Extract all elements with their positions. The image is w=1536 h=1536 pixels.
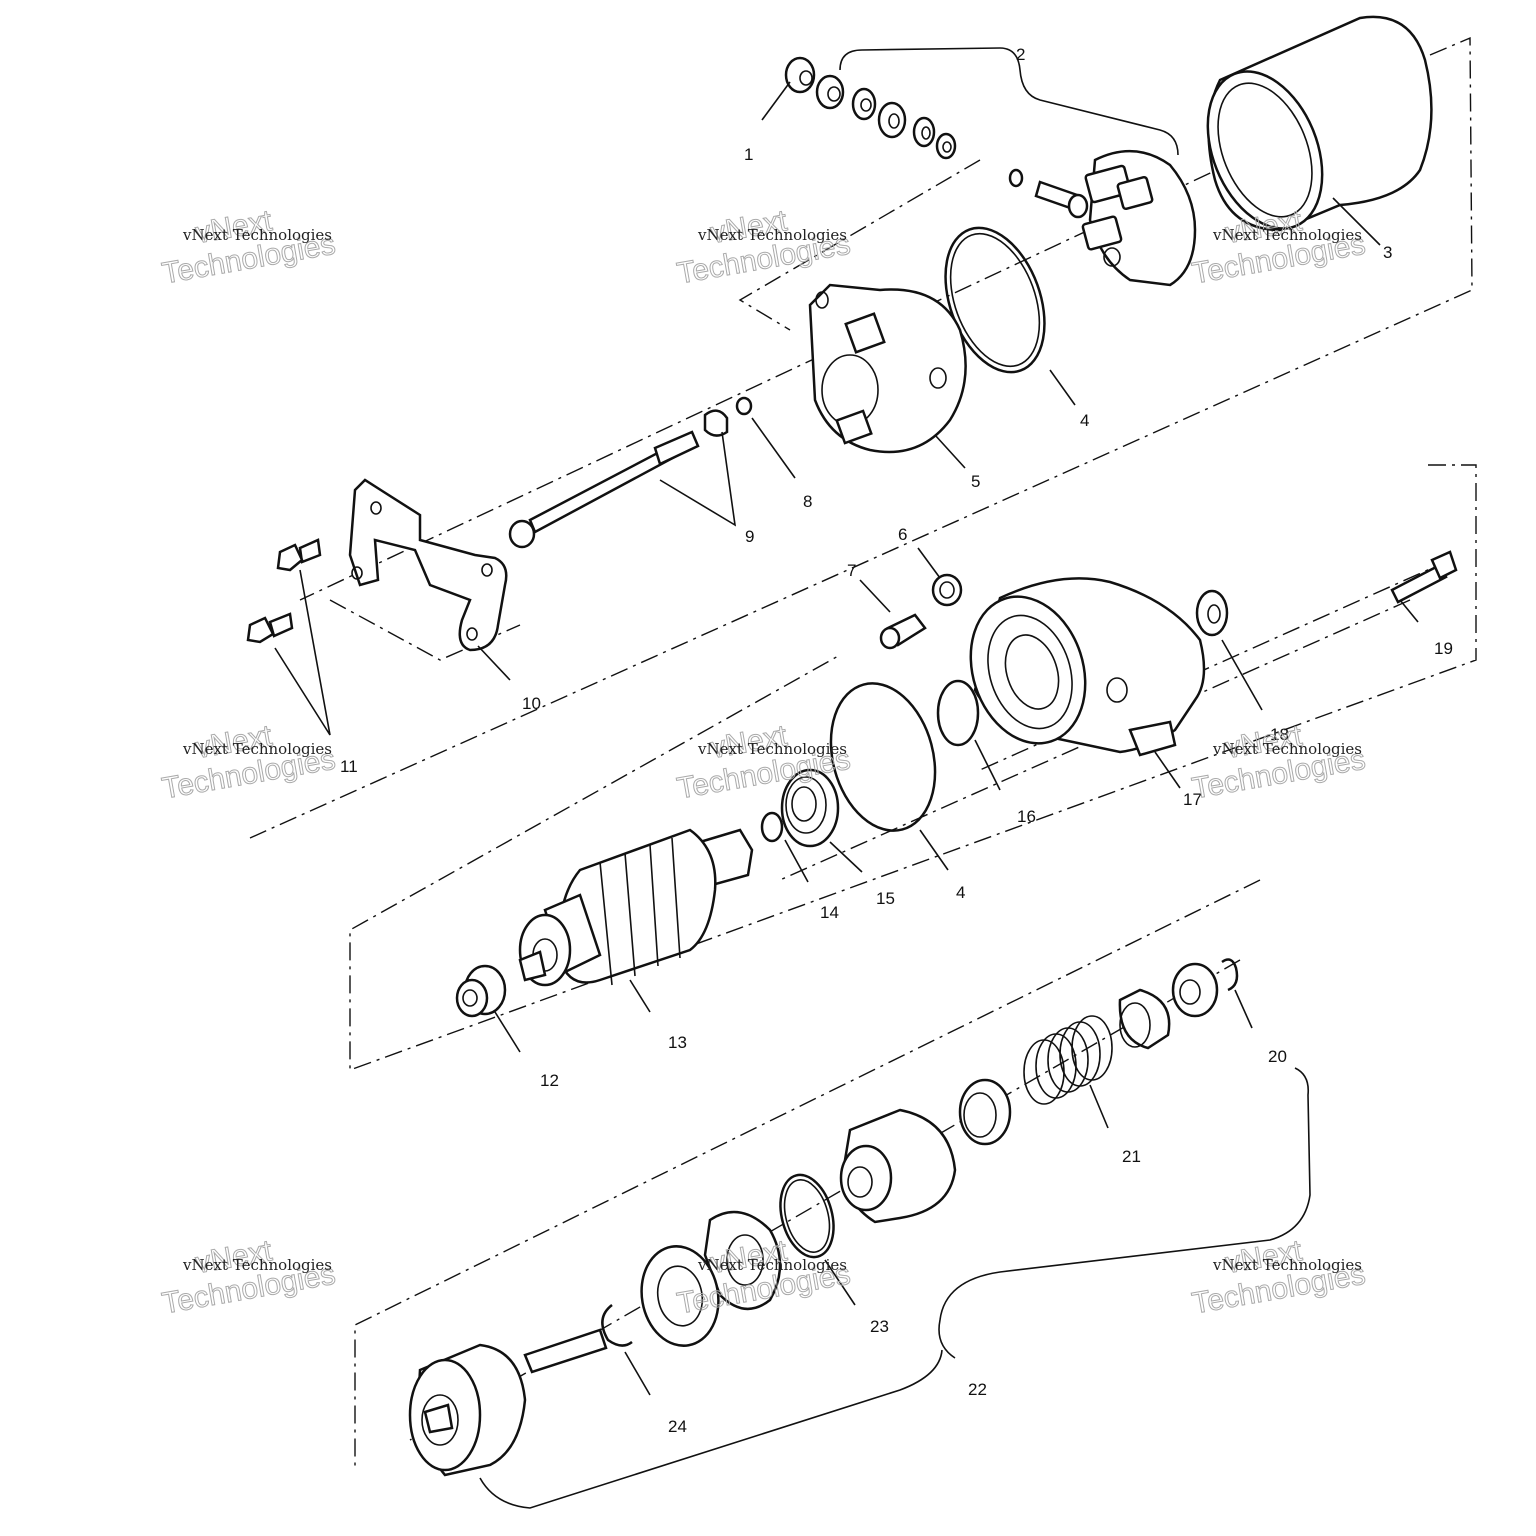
washer-large xyxy=(640,1245,720,1347)
callout-8: 8 xyxy=(803,492,812,511)
callout-2: 2 xyxy=(1016,45,1025,64)
washer-stack xyxy=(784,56,957,160)
bolt-7 xyxy=(879,613,927,650)
lock-plate xyxy=(703,409,729,437)
bushing-12 xyxy=(455,964,507,1018)
bracket-22-bottom xyxy=(479,1349,943,1509)
callout-1: 1 xyxy=(744,145,753,164)
bearing-15 xyxy=(780,768,840,848)
watermark-4-line: vNext Technologies xyxy=(182,740,332,758)
bolt-19 xyxy=(1390,550,1458,604)
rear-cover xyxy=(808,283,967,454)
collar xyxy=(1171,962,1219,1018)
callout-11: 11 xyxy=(340,757,358,776)
callout-18: 18 xyxy=(1270,725,1289,744)
boundary-lines xyxy=(249,36,1477,1470)
callout-9: 9 xyxy=(745,527,754,546)
o-ring-8 xyxy=(735,396,753,416)
watermark-7-line: vNext Technologies xyxy=(182,1256,332,1274)
spring-21 xyxy=(1023,1015,1113,1105)
callout-23: 23 xyxy=(870,1317,889,1336)
watermark-3-line: vNext Technologies xyxy=(1212,226,1362,244)
pinion-gear xyxy=(408,1328,608,1477)
callout-4-top: 4 xyxy=(1080,411,1089,430)
callout-17: 17 xyxy=(1183,790,1202,809)
callout-14: 14 xyxy=(820,903,839,922)
callout-6: 6 xyxy=(898,525,907,544)
callout-10: 10 xyxy=(522,694,541,713)
callout-3: 3 xyxy=(1383,243,1392,262)
front-housing xyxy=(969,577,1206,757)
callout-21: 21 xyxy=(1122,1147,1141,1166)
sleeve xyxy=(1118,988,1171,1050)
watermark-1: vNext Technologies xyxy=(159,204,338,291)
circlip-24 xyxy=(601,1304,633,1347)
brush-holder xyxy=(1008,149,1197,287)
yoke-housing xyxy=(1206,15,1433,232)
callout-13: 13 xyxy=(668,1033,687,1052)
callout-19: 19 xyxy=(1434,639,1453,658)
bolts-11 xyxy=(246,538,322,644)
mounting-bracket xyxy=(348,478,508,652)
callout-16: 16 xyxy=(1017,807,1036,826)
through-bolt xyxy=(508,430,700,549)
o-ring-bottom xyxy=(829,682,937,832)
watermark-9-line: vNext Technologies xyxy=(1212,1256,1362,1274)
callout-22: 22 xyxy=(968,1380,987,1399)
bracket-2 xyxy=(839,47,1179,156)
watermark-2-line: vNext Technologies xyxy=(697,226,847,244)
watermark-8-line: vNext Technologies xyxy=(697,1256,847,1274)
watermark-1-line: vNext Technologies xyxy=(182,226,332,244)
ring-6 xyxy=(931,573,963,607)
clutch-gear xyxy=(839,1108,957,1224)
callout-4-bottom: 4 xyxy=(956,883,965,902)
callout-7: 7 xyxy=(847,561,856,580)
watermark-5-line: vNext Technologies xyxy=(697,740,847,758)
callout-12: 12 xyxy=(540,1071,559,1090)
clip-20 xyxy=(1221,958,1239,992)
callout-15: 15 xyxy=(876,889,895,908)
watermarks: vNext Technologies vNext Technologies vN… xyxy=(159,204,1368,1321)
nut-1 xyxy=(784,56,816,94)
callout-labels: 1 2 3 4 5 8 9 6 7 19 10 18 11 17 16 15 4… xyxy=(340,45,1453,1436)
callout-24: 24 xyxy=(668,1417,687,1436)
washer-18 xyxy=(1195,589,1229,637)
o-ring-16 xyxy=(936,679,980,747)
watermark-6-line: vNext Technologies xyxy=(1212,740,1362,758)
armature xyxy=(518,828,754,987)
bushing-ring xyxy=(958,1078,1012,1146)
bracket-22-top xyxy=(938,1067,1311,1359)
clutch-cover xyxy=(703,1210,782,1310)
callout-5: 5 xyxy=(971,472,980,491)
ring-23 xyxy=(779,1173,835,1259)
callout-20: 20 xyxy=(1268,1047,1287,1066)
clip-14 xyxy=(760,811,784,843)
